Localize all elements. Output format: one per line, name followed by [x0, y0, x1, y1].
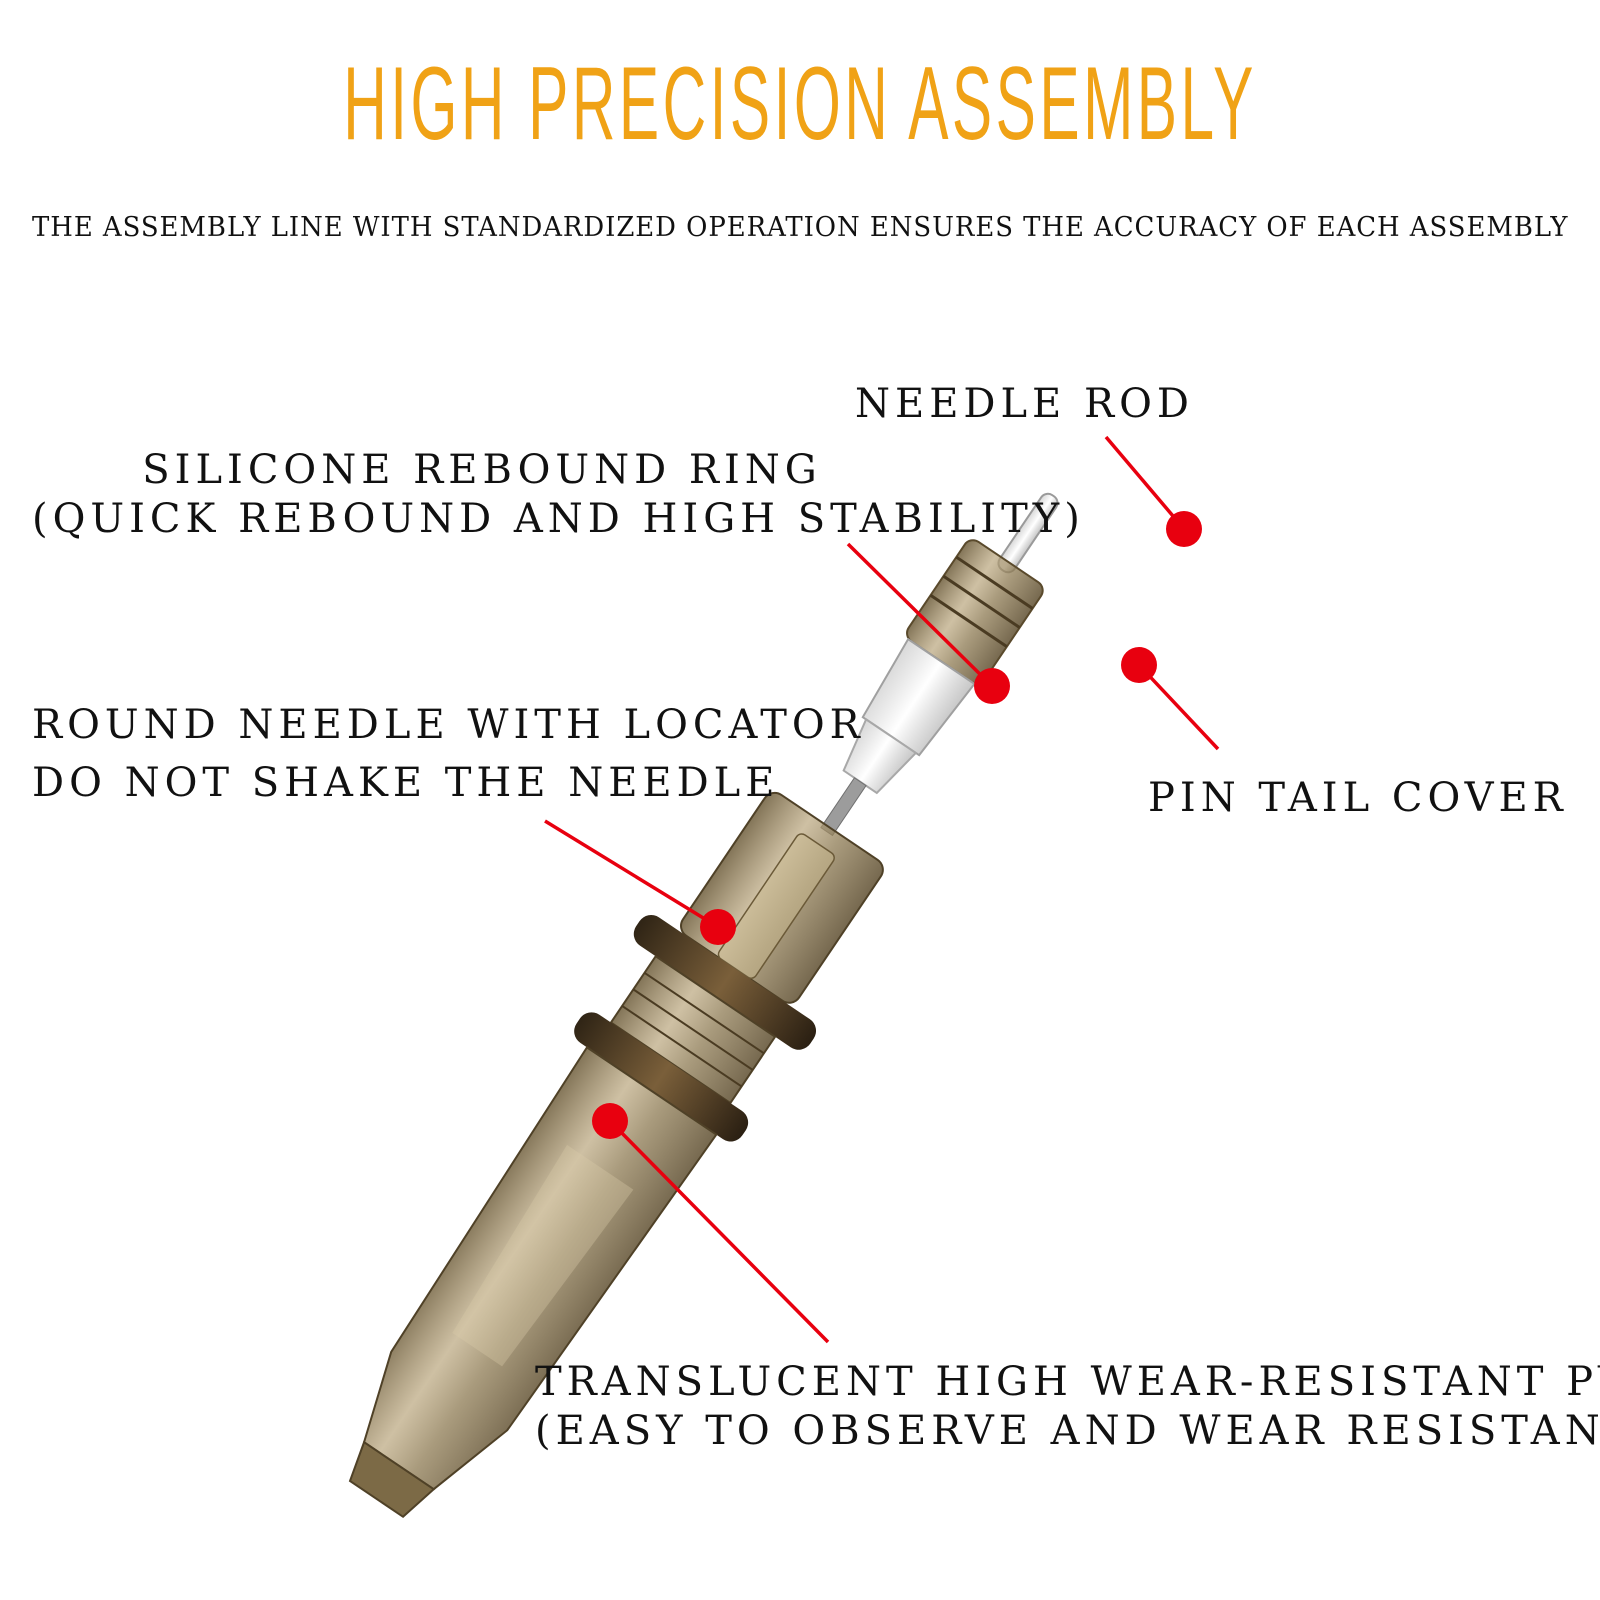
marker-dot-round-needle: [700, 909, 736, 945]
label-silicone-line1: SILICONE REBOUND RING: [142, 447, 822, 493]
marker-dot-pin-tail: [1121, 647, 1157, 683]
label-pvc-line1: TRANSLUCENT HIGH WEAR-RESISTANT PVC: [535, 1359, 1600, 1405]
callout-line-needle-rod: [1104, 435, 1186, 531]
callout-line-round-needle: [544, 819, 719, 929]
label-needle-rod: NEEDLE ROD: [855, 380, 1194, 429]
label-pvc: TRANSLUCENT HIGH WEAR-RESISTANT PVC (EAS…: [535, 1358, 1600, 1456]
callout-line-pvc: [608, 1119, 830, 1344]
label-round-needle: ROUND NEEDLE WITH LOCATOR DO NOT SHAKE T…: [32, 696, 865, 812]
callout-lines: [544, 435, 1220, 1344]
marker-dot-needle-rod: [1166, 511, 1202, 547]
silicone-rebound-ring: [861, 637, 976, 757]
label-round-line2: DO NOT SHAKE THE NEEDLE: [32, 760, 780, 806]
label-round-line1: ROUND NEEDLE WITH LOCATOR: [32, 702, 865, 748]
marker-dot-silicone: [974, 668, 1010, 704]
needle-cartridge: [348, 492, 1059, 1519]
callout-line-pin-tail: [1137, 663, 1220, 751]
callout-line-silicone: [846, 542, 994, 688]
flange-ring: [633, 915, 817, 1050]
page-title: HIGH PRECISION ASSEMBLY: [343, 46, 1257, 162]
label-needle-rod-text: NEEDLE ROD: [855, 381, 1194, 427]
marker-dots: [592, 511, 1202, 1139]
marker-dot-pvc: [592, 1103, 628, 1139]
label-pin-tail-text: PIN TAIL COVER: [1148, 775, 1568, 821]
label-pin-tail-cover: PIN TAIL COVER: [1148, 774, 1568, 823]
label-silicone-line2: (QUICK REBOUND AND HIGH STABILITY): [32, 495, 1085, 542]
label-pvc-line2: (EASY TO OBSERVE AND WEAR RESISTANT): [535, 1407, 1600, 1454]
label-silicone-rebound-ring: SILICONE REBOUND RING (QUICK REBOUND AND…: [32, 446, 1085, 544]
page-subtitle: THE ASSEMBLY LINE WITH STANDARDIZED OPER…: [32, 212, 1569, 243]
